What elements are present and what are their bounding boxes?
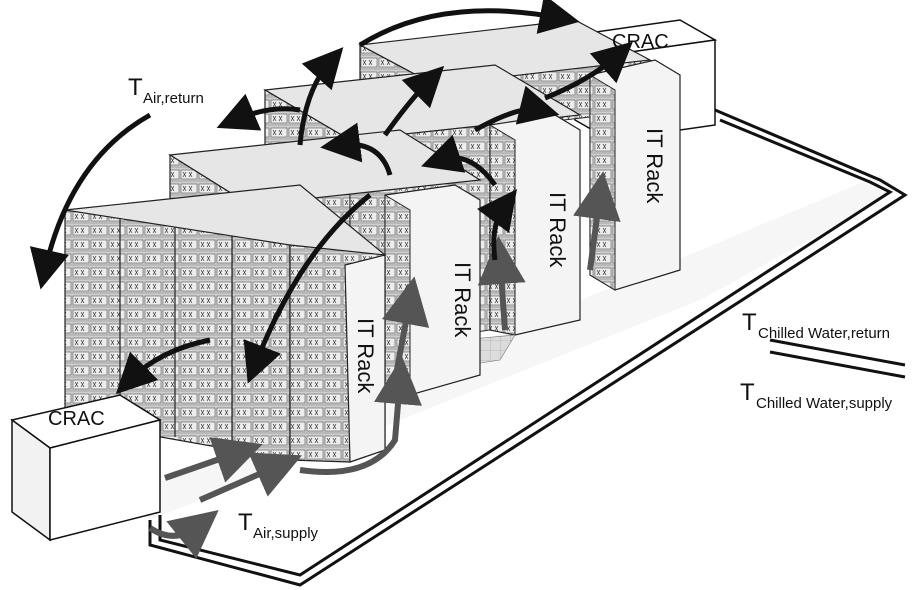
- crac-front-label: CRAC: [48, 408, 105, 430]
- svg-text:Air,supply: Air,supply: [253, 525, 319, 542]
- crac-back-label: CRAC: [612, 31, 669, 53]
- it-rack-label-middle-back: IT Rack: [545, 192, 570, 268]
- chilled-water-supply-pipe: [770, 352, 905, 377]
- svg-text:T: T: [742, 309, 757, 336]
- svg-text:T: T: [740, 379, 755, 406]
- svg-text:Chilled Water,return: Chilled Water,return: [758, 325, 890, 342]
- it-rack-label-front: IT Rack: [353, 318, 378, 394]
- svg-text:T: T: [238, 509, 253, 536]
- air-return-temperature-label: T Air,return: [128, 74, 204, 107]
- chilled-water-supply-temperature-label: T Chilled Water,supply: [740, 379, 893, 412]
- svg-text:Chilled Water,supply: Chilled Water,supply: [756, 395, 893, 412]
- it-rack-label-back: IT Rack: [642, 128, 667, 204]
- svg-text:Air,return: Air,return: [143, 90, 204, 107]
- it-rack-label-middle: IT Rack: [450, 262, 475, 338]
- chilled-water-return-temperature-label: T Chilled Water,return: [742, 309, 890, 342]
- air-supply-temperature-label: T Air,supply: [238, 509, 319, 542]
- chilled-water-return-pipe: [770, 340, 905, 365]
- svg-text:T: T: [128, 74, 143, 101]
- curved-arrow-icon: [150, 525, 200, 536]
